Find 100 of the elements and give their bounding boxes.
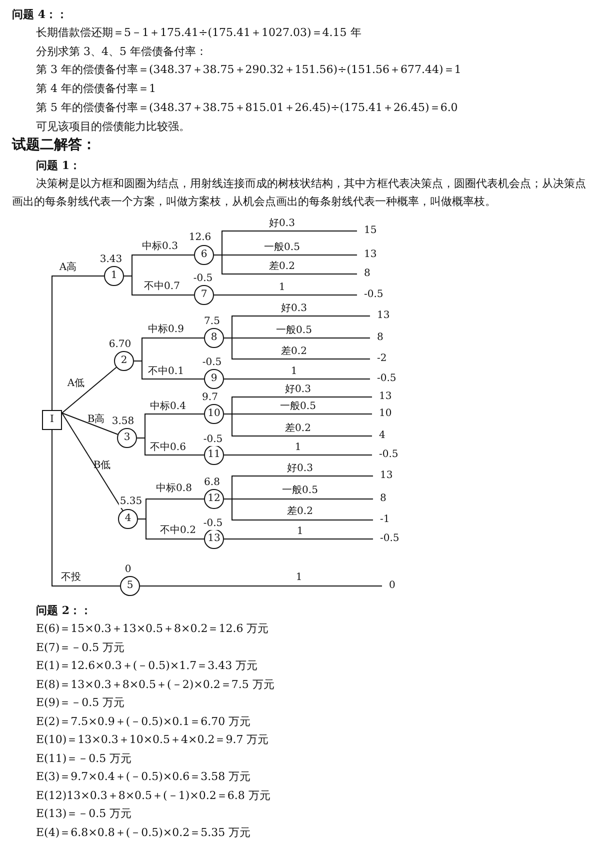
- formula-line: E(12)13×0.3＋8×0.5＋(－1)×0.2＝6.8 万元: [36, 788, 270, 802]
- question-heading: 问题 4：：: [12, 8, 68, 22]
- branch-label: 不中0.6: [150, 442, 186, 454]
- branch-label: 好0.3: [269, 218, 295, 230]
- chance-node: 13: [204, 529, 224, 549]
- branch-line: [224, 414, 372, 436]
- branch-line: [62, 412, 118, 435]
- branch-line: [124, 276, 194, 296]
- branch-label: 不中0.2: [160, 525, 196, 537]
- branch-label: 中标0.8: [156, 483, 192, 495]
- branch-label: 差0.2: [287, 506, 313, 518]
- calculation-line: 第 5 年的偿债备付率＝(348.37＋38.75＋815.01＋26.45)÷(175.41＋26.45)＝6.0: [36, 100, 458, 115]
- branch-line: [52, 276, 104, 410]
- branch-line: [62, 366, 117, 414]
- branch-label: 1: [294, 442, 302, 454]
- chance-node: 2: [114, 351, 134, 371]
- question-heading: 问题 1：: [36, 159, 80, 173]
- branch-label: 中标0.4: [150, 401, 186, 413]
- formula-line: E(6)＝15×0.3＋13×0.5＋8×0.2＝12.6 万元: [36, 622, 269, 636]
- formula-line: E(1)＝12.6×0.3＋(－0.5)×1.7＝3.43 万元: [36, 659, 258, 673]
- calculation-line: 长期借款偿还期＝5－1＋175.41÷(175.41＋1027.03)＝4.15 年: [36, 26, 362, 40]
- branch-label: 差0.2: [281, 346, 307, 358]
- branch-label: 差0.2: [269, 261, 295, 273]
- chance-node: 6: [194, 245, 214, 265]
- branch-label: 1: [296, 526, 304, 538]
- payoff-value: 0: [382, 579, 396, 593]
- branch-label: 一般0.5: [280, 401, 316, 413]
- payoff-value: -0.5: [372, 448, 398, 462]
- branch-line: [224, 378, 370, 380]
- chance-node: 11: [204, 445, 224, 465]
- chance-node: 8: [204, 328, 224, 348]
- formula-line: E(8)＝13×0.3＋8×0.5＋(－2)×0.2＝7.5 万元: [36, 678, 274, 692]
- payoff-value: 13: [373, 469, 393, 483]
- chance-node: 12: [204, 489, 224, 509]
- formula-line: E(10)＝13×0.3＋10×0.5＋4×0.2＝9.7 万元: [36, 733, 269, 747]
- calculation-line: 第 4 年的偿债备付率＝1: [36, 82, 156, 96]
- payoff-value: 13: [370, 309, 390, 323]
- payoff-value: 15: [357, 224, 377, 238]
- payoff-value: 13: [372, 390, 392, 404]
- payoff-value: -0.5: [373, 532, 400, 546]
- branch-label: 1: [296, 572, 302, 584]
- formula-line: E(7)＝－0.5 万元: [36, 640, 125, 654]
- chance-node: 10: [204, 404, 224, 424]
- expected-value: -0.5: [202, 518, 224, 530]
- branch-line: [224, 498, 374, 520]
- branch-label: 好0.3: [285, 384, 311, 396]
- payoff-value: 8: [357, 267, 370, 281]
- branch-label: 不中0.7: [144, 281, 180, 293]
- calculation-line: 可见该项目的偿债能力比较强。: [36, 120, 190, 134]
- calculation-line: 分别求第 3、4、5 年偿债备付率：: [36, 44, 207, 59]
- branch-label: 好0.3: [281, 303, 307, 315]
- branch-label: 好0.3: [287, 463, 313, 475]
- calculation-line: 第 3 年的偿债备付率＝(348.37＋38.75＋290.32＋151.56)÷(151.56＋677.44)＝1: [36, 63, 462, 78]
- branch-label: 一般0.5: [282, 485, 318, 497]
- formula-line: E(11)＝－0.5 万元: [36, 752, 132, 766]
- branch-label: 1: [290, 366, 298, 378]
- branch-line: [224, 538, 374, 540]
- payoff-value: -1: [373, 513, 390, 527]
- branch-label: 中标0.9: [148, 324, 184, 336]
- branch-label: 差0.2: [285, 423, 311, 435]
- branch-line: [136, 438, 204, 456]
- decision-box: I: [42, 410, 62, 430]
- branch-line: [62, 412, 124, 511]
- chance-node: 3: [117, 428, 137, 448]
- chance-node: 5: [120, 576, 140, 596]
- branch-line: [224, 338, 370, 360]
- payoff-value: 4: [372, 429, 386, 443]
- formula-line: E(9)＝－0.5 万元: [36, 696, 125, 710]
- branch-label: 不中0.1: [148, 366, 184, 378]
- formula-line: E(3)＝9.7×0.4＋(－0.5)×0.6＝3.58 万元: [36, 770, 251, 784]
- payoff-value: 13: [357, 248, 377, 262]
- branch-label: A低: [67, 378, 85, 390]
- expected-value: -0.5: [202, 434, 224, 446]
- chance-node: 1: [104, 266, 124, 286]
- branch-label: A高: [59, 262, 77, 274]
- branch-line: [138, 518, 204, 540]
- branch-label: 不投: [61, 572, 81, 584]
- payoff-value: -0.5: [370, 372, 396, 386]
- branch-label: 一般0.5: [276, 325, 312, 337]
- section-heading: 试题二解答：: [12, 138, 96, 152]
- payoff-value: 10: [372, 407, 392, 421]
- expected-value: 5.35: [118, 496, 144, 508]
- payoff-value: -0.5: [357, 288, 384, 302]
- chance-node: 9: [204, 369, 224, 389]
- paragraph: 决策树是以方框和圆圈为结点，用射线连接而成的树枝状结构，其中方框代表决策点，圆圈代表机会点；从决策点画出的每条射线代表一个方案，叫做方案枝，从机会点画出的每条射线代表一种概率，叫做概率枝。: [12, 176, 587, 210]
- branch-label: 中标0.3: [142, 241, 178, 253]
- payoff-value: 8: [373, 492, 386, 506]
- branch-line: [214, 254, 358, 274]
- branch-label: 一般0.5: [264, 242, 300, 254]
- branch-line: [224, 454, 372, 456]
- formula-line: E(13)＝－0.5 万元: [36, 807, 132, 821]
- branch-label: B高: [87, 414, 105, 426]
- chance-node: 7: [194, 285, 214, 305]
- question-heading: 问题 2：：: [36, 604, 92, 618]
- payoff-value: 8: [370, 331, 384, 345]
- formula-line: E(2)＝7.5×0.9＋(－0.5)×0.1＝6.70 万元: [36, 714, 251, 728]
- branch-line: [214, 294, 358, 296]
- branch-label: 1: [278, 282, 286, 294]
- chance-node: 4: [118, 509, 138, 529]
- payoff-value: -2: [370, 352, 387, 366]
